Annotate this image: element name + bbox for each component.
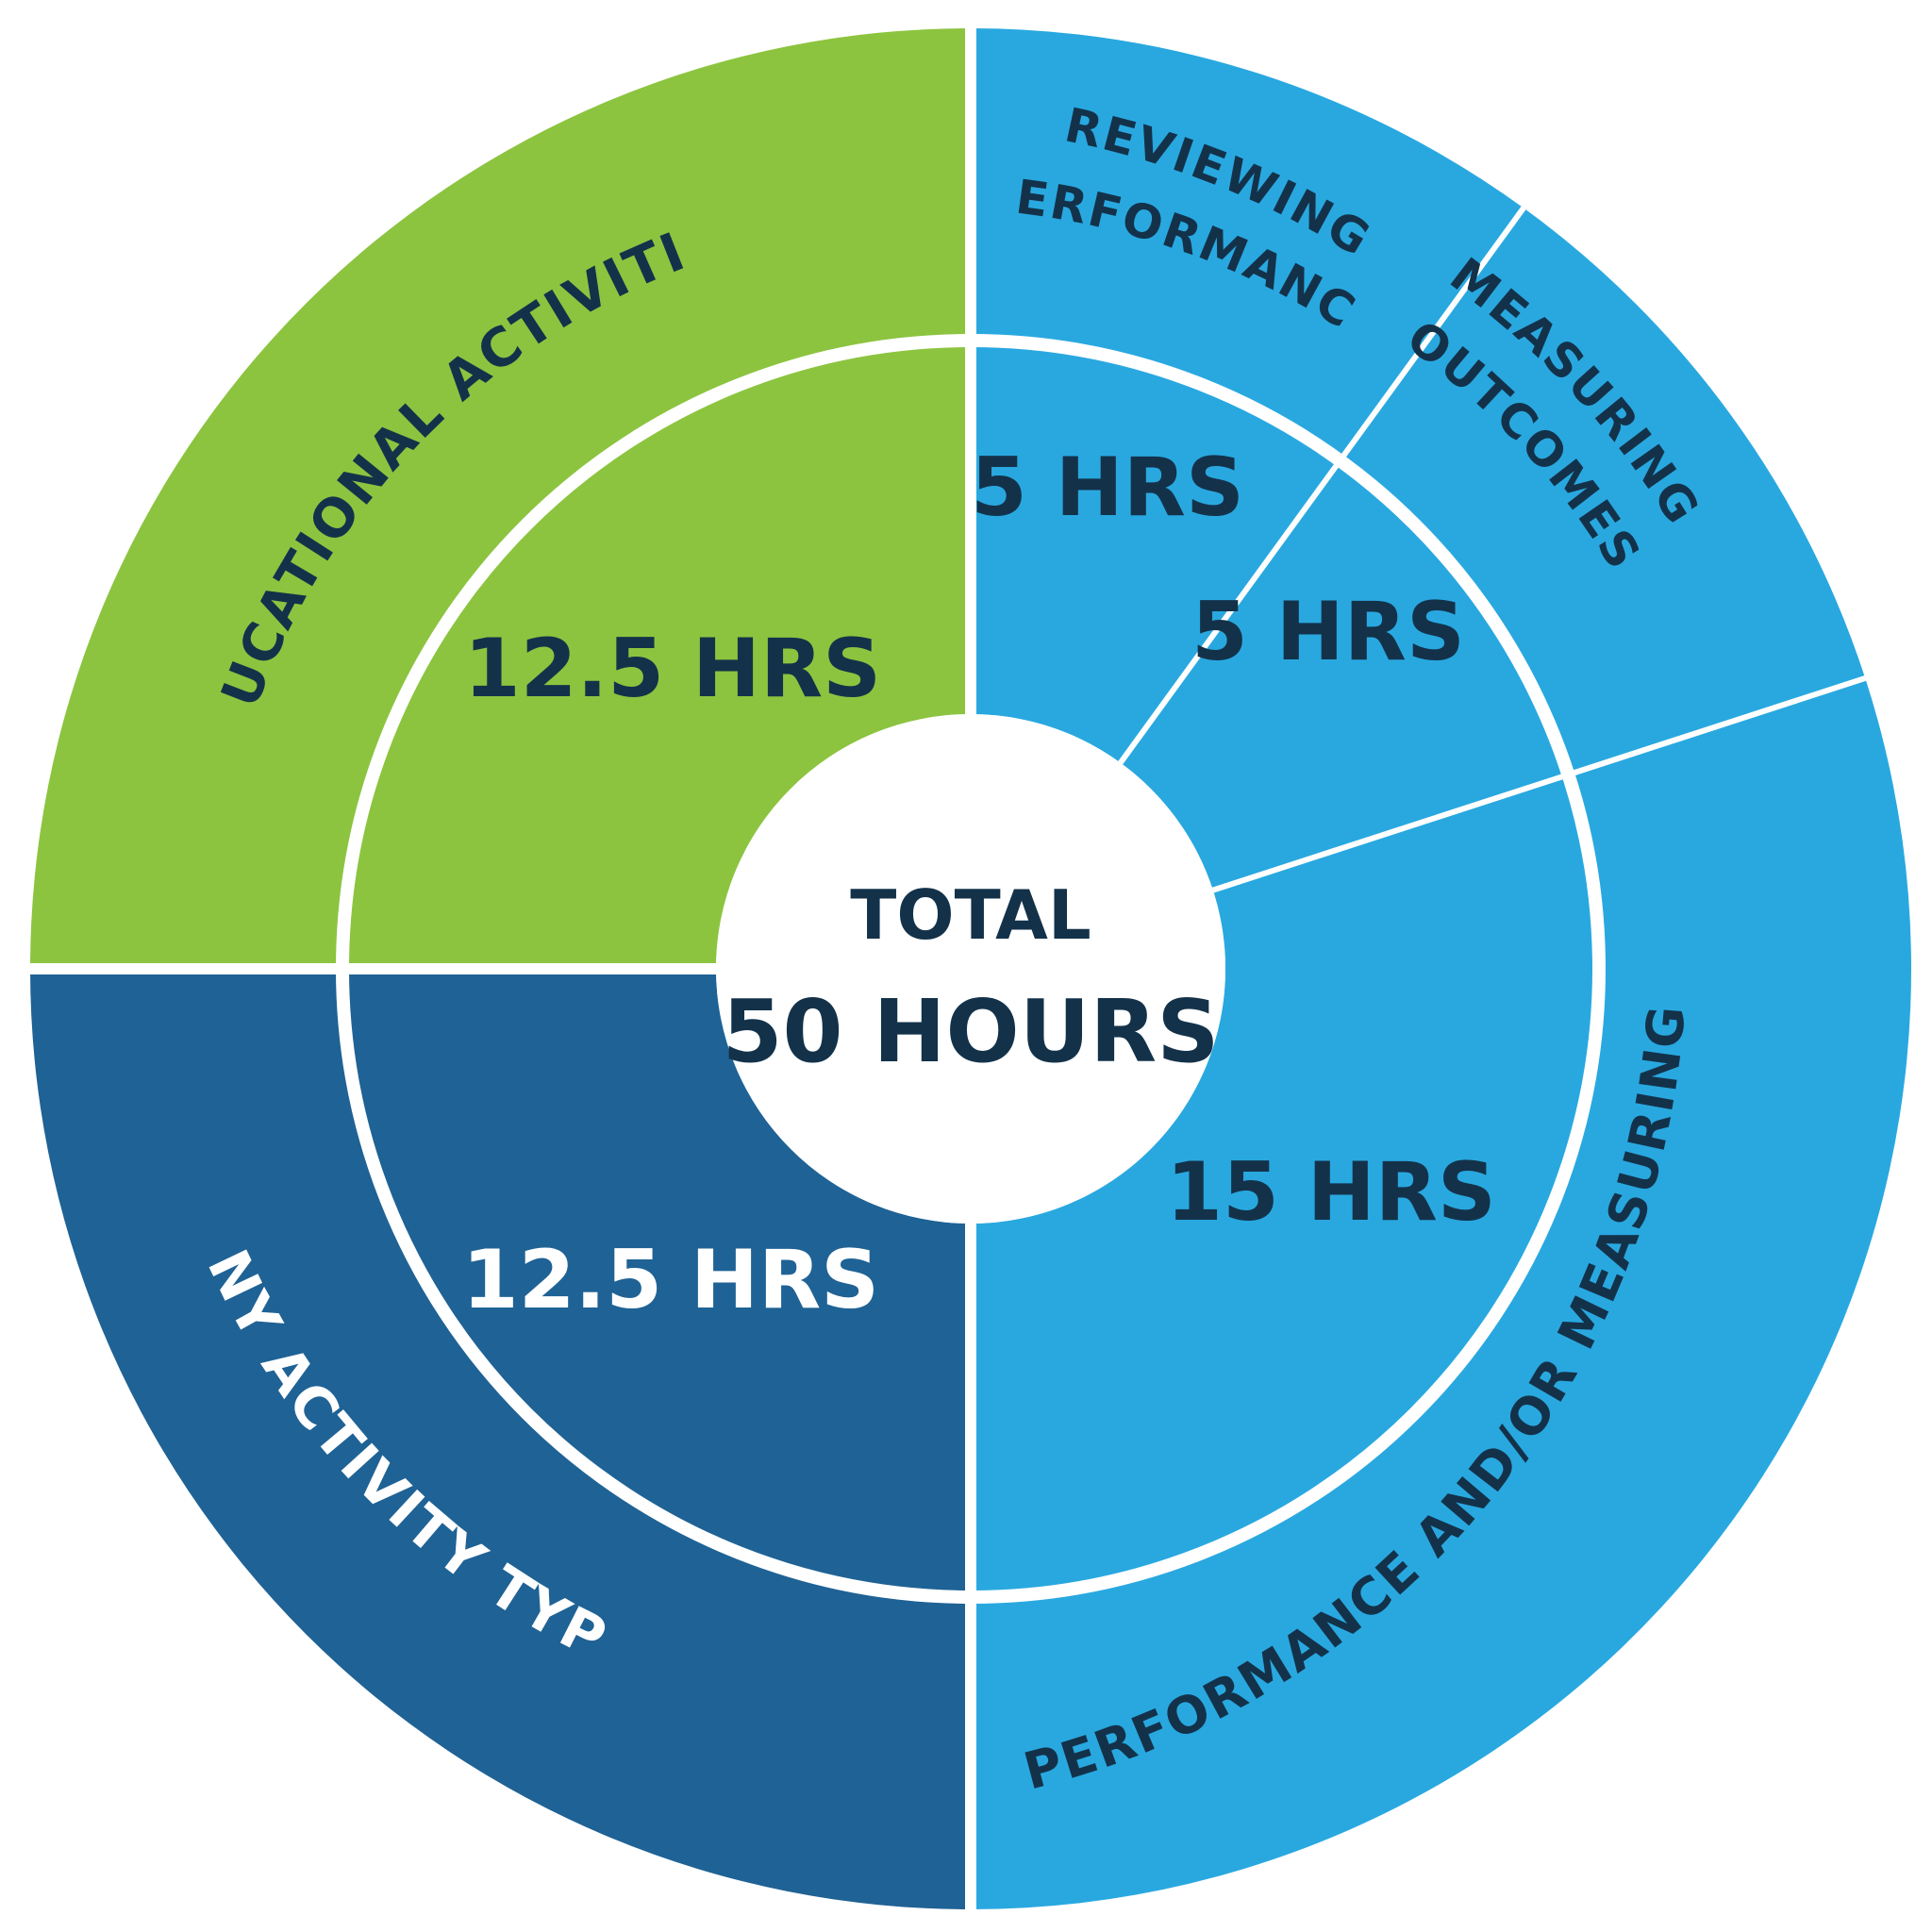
combined-hours-value: 15 HRS (1166, 1145, 1496, 1240)
any-activity-type-outer-segment (30, 969, 971, 1909)
center-circle (716, 714, 1225, 1224)
any-activity-type-inner-segment (342, 969, 971, 1597)
any-activity-hours-value: 12.5 HRS (462, 1233, 879, 1327)
educational-hours-value: 12.5 HRS (464, 622, 881, 716)
measuring-outcomes-hours-value: 5 HRS (1191, 585, 1465, 679)
center-total-label: TOTAL (850, 875, 1091, 955)
reviewing-or-measuring-inner-segment (971, 774, 1599, 1597)
reviewing-or-measuring-outer-segment (971, 677, 1911, 1909)
center-total-hours: 50 HOURS (722, 981, 1219, 1082)
radial-divider-1 (1118, 203, 1528, 765)
reviewing-performance-hours-value: 5 HRS (971, 441, 1244, 535)
segment-dividers (26, 25, 1870, 1913)
reviewing-performance-inner-segment (971, 341, 1341, 763)
measuring-outcomes-inner-segment (1120, 460, 1569, 891)
chart-segments (30, 27, 1911, 1909)
educational-activities-outer-segment (30, 28, 971, 969)
radial-divider-2 (1211, 674, 1870, 893)
measuring-outcomes-outer-segment (1340, 208, 1866, 775)
educational-activities-inner-segment (342, 341, 971, 969)
